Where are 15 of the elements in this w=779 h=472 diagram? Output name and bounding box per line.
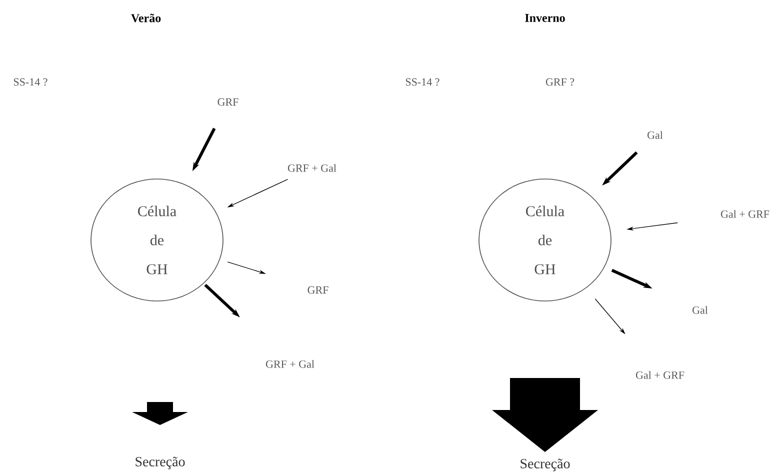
- hormone-label: GRF: [218, 98, 238, 106]
- panel-title: Inverno: [525, 14, 565, 22]
- hormone-label: Gal: [692, 306, 708, 314]
- hormone-label: Gal: [648, 131, 663, 139]
- output-label: Secreção: [136, 456, 185, 470]
- hormone-label: GRF + Gal: [288, 164, 336, 172]
- note-label: SS-14 ?: [14, 78, 48, 86]
- hormone-label: GRF + Gal: [266, 360, 314, 368]
- output-label: Secreção: [520, 458, 570, 472]
- hormone-label: Gal + GRF: [720, 210, 770, 218]
- hormone-label: Gal + GRF: [636, 371, 684, 379]
- note-label: SS-14 ?: [406, 78, 440, 86]
- panel-title: Verão: [131, 14, 161, 22]
- note-label: GRF ?: [546, 78, 574, 86]
- hormone-label: GRF: [308, 286, 328, 294]
